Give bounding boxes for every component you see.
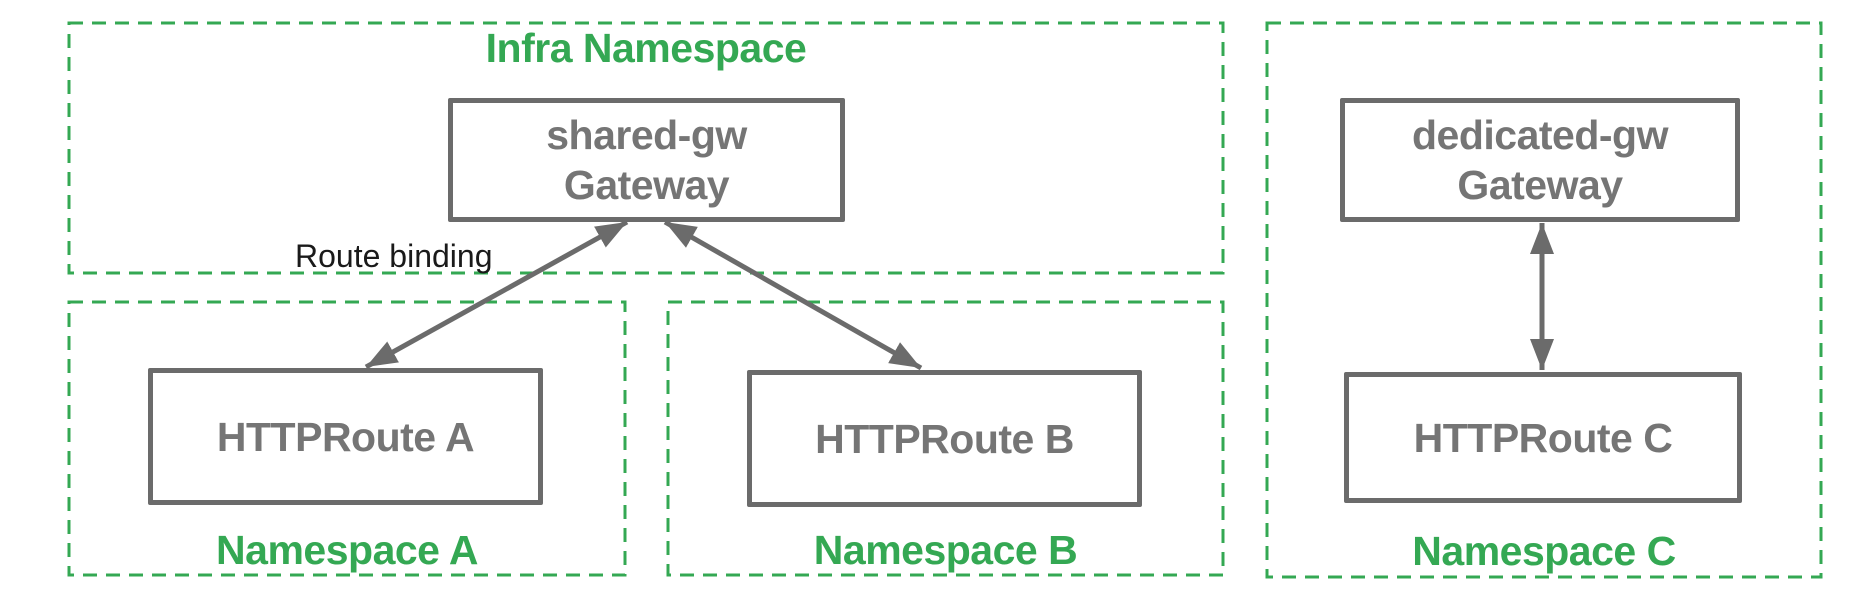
dedicated-gw-kind: Gateway <box>1457 162 1623 208</box>
httproute-a-label: HTTPRoute A <box>216 413 475 460</box>
namespace-b-label: Namespace B <box>813 527 1078 573</box>
namespace-b-border <box>666 300 1225 577</box>
shared-gw-kind: Gateway <box>563 162 730 208</box>
dedicated-gw-name: dedicated-gw <box>1412 112 1668 158</box>
httproute-b-label: HTTPRoute B <box>815 415 1074 462</box>
namespace-c-border <box>1265 21 1823 579</box>
arrow-httproute-a-shared-gw <box>364 219 629 370</box>
shared-gw-gateway-box: shared-gw Gateway <box>448 98 845 222</box>
dedicated-gw-gateway-box: dedicated-gw Gateway <box>1340 98 1740 222</box>
namespace-c-label: Namespace C <box>1412 528 1676 574</box>
namespace-a-border <box>67 300 627 577</box>
infra-namespace-border <box>67 21 1225 275</box>
httproute-c-box: HTTPRoute C <box>1344 372 1742 503</box>
httproute-a-box: HTTPRoute A <box>148 368 543 505</box>
arrow-httproute-b-shared-gw <box>663 219 923 371</box>
shared-gw-name: shared-gw <box>546 112 747 158</box>
route-binding-annotation: Route binding <box>295 238 493 274</box>
infra-namespace-label: Infra Namespace <box>485 25 807 71</box>
httproute-c-label: HTTPRoute C <box>1413 414 1673 461</box>
namespace-a-label: Namespace A <box>216 527 478 573</box>
httproute-b-box: HTTPRoute B <box>747 370 1142 507</box>
